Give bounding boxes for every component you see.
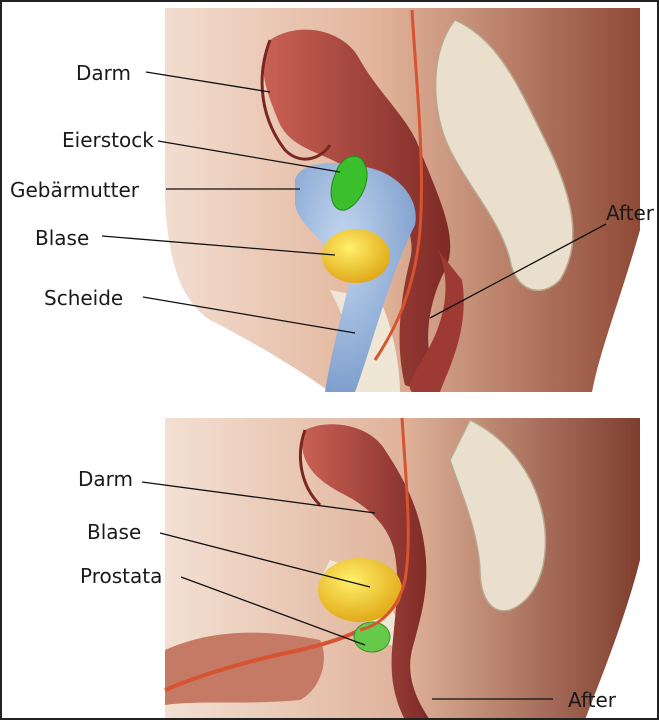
male-penis [165, 633, 324, 705]
label-gebaermutter: Gebärmutter [10, 178, 140, 202]
male-panel: Darm Blase Prostata After [78, 418, 640, 720]
panel-divider [0, 392, 659, 418]
label-after-male: After [568, 688, 617, 712]
label-blase-female: Blase [35, 226, 89, 250]
female-bladder [322, 229, 390, 283]
label-eierstock: Eierstock [62, 128, 154, 152]
label-darm-female: Darm [76, 61, 131, 85]
label-after-female: After [606, 201, 655, 225]
female-panel: Darm Eierstock Gebärmutter Blase Scheide… [8, 8, 655, 392]
label-blase-male: Blase [87, 520, 141, 544]
label-darm-male: Darm [78, 467, 133, 491]
label-scheide: Scheide [44, 286, 123, 310]
label-prostata: Prostata [80, 564, 162, 588]
